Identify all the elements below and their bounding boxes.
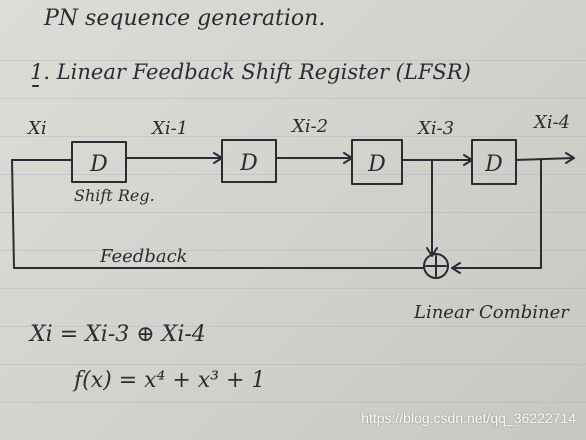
tap-line-xi4 [451,159,542,269]
register-1: D [71,141,127,183]
ruled-line [0,250,586,251]
output-line [515,157,575,161]
ruled-line [0,60,586,61]
arrow-head-icon [463,154,473,166]
xor-circle-icon [423,253,449,279]
arrow-head-icon [213,152,223,164]
ruled-line [0,136,586,137]
plus-icon [425,255,447,277]
ruled-line [0,212,586,213]
feedback-label: Feedback [100,246,188,267]
watermark: https://blog.csdn.net/qq_36222714 [361,410,576,426]
arrow-head-icon [343,152,353,164]
register-label: D [367,152,386,177]
arrow-head-icon [451,262,461,274]
register-label: D [484,152,503,177]
recurrence-equation: Xi = Xi-3 ⊕ Xi-4 [30,322,206,347]
register-box [471,139,517,185]
combiner-label: Linear Combiner [414,302,569,323]
register-4: D [471,139,517,185]
polynomial-equation: f(x) = x⁴ + x³ + 1 [74,368,266,393]
feedback-line [11,159,425,269]
register-2: D [221,139,277,183]
ruled-line [0,288,586,289]
arrow-head-icon [426,247,438,257]
register-label: D [239,151,258,176]
register-3: D [351,139,403,185]
label-xi-4: Xi-4 [534,112,571,133]
ruled-line [0,326,586,327]
register-box [71,141,127,183]
ruled-line [0,402,586,403]
ruled-line [0,174,586,175]
register-box [351,139,403,185]
arrow-head-icon [565,152,575,164]
label-xi-2: Xi-2 [292,116,329,137]
section-title: 1. Linear Feedback Shift Register (LFSR) [30,60,471,84]
ruled-line [0,364,586,365]
label-xi: Xi [28,118,47,139]
register-label: D [89,152,108,177]
shift-reg-label: Shift Reg. [74,186,155,205]
ruled-line [0,98,586,99]
register-box [221,139,277,183]
label-xi-3: Xi-3 [418,118,455,139]
xor-combiner [423,253,449,279]
label-xi-1: Xi-1 [152,118,189,139]
page-heading: PN sequence generation. [44,6,326,31]
